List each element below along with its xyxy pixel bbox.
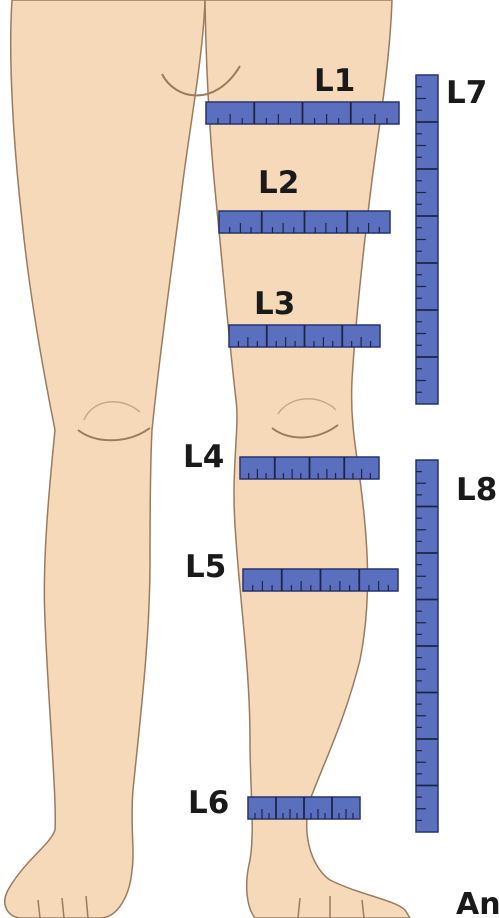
label-l3: L3 <box>254 286 295 322</box>
tape-l4 <box>240 457 379 479</box>
label-l5: L5 <box>185 549 226 585</box>
label-l7: L7 <box>446 75 487 111</box>
tape-l1 <box>206 102 399 124</box>
tape-l7 <box>416 75 438 404</box>
label-l4: L4 <box>183 439 224 475</box>
label-l2: L2 <box>258 165 299 201</box>
tape-l3 <box>229 325 380 347</box>
tape-l6 <box>248 797 360 819</box>
tape-l5 <box>243 569 398 591</box>
tape-l8 <box>416 460 438 832</box>
label-l1: L1 <box>314 63 355 99</box>
label-l8: L8 <box>456 472 497 508</box>
caption-partial-text: An <box>456 887 499 918</box>
label-l6: L6 <box>188 785 229 821</box>
left-leg-shape <box>5 0 205 918</box>
tape-l2 <box>219 211 390 233</box>
